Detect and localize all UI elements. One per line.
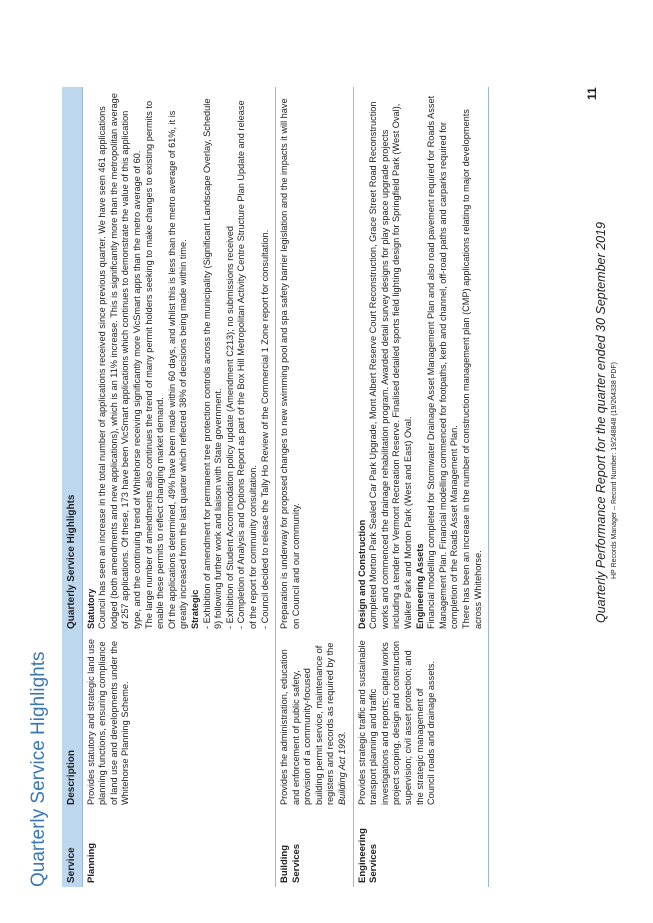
- highlight-paragraph: There has been an increase in the number…: [461, 109, 483, 629]
- highlight-paragraph: Of the applications determined, 49% have…: [166, 110, 189, 629]
- header-description: Description: [62, 633, 83, 809]
- highlight-paragraph: Completed Morton Park Sealed Car Park Up…: [368, 101, 414, 629]
- table-row-planning: Planning Provides statutory and strategi…: [82, 87, 276, 887]
- description-text: Provides statutory and strategic land us…: [85, 639, 131, 805]
- description-text: Provides the administration, education a…: [279, 637, 349, 805]
- description-text: Council roads and drainage assets.: [426, 660, 437, 805]
- service-description: Provides statutory and strategic land us…: [82, 633, 276, 809]
- highlight-item: - Exhibition of Student Accommodation po…: [224, 226, 235, 629]
- subheading-strategic: Strategic: [189, 589, 200, 629]
- page-title: Quarterly Service Highlights: [28, 651, 49, 887]
- table-header-row: Service Description Quarterly Service Hi…: [62, 87, 83, 887]
- footer-record-number: HP Records Manager – Record Number: 19/2…: [611, 362, 618, 579]
- header-highlights: Quarterly Service Highlights: [62, 87, 83, 633]
- footer-report-title: Quarterly Performance Report for the qua…: [594, 222, 608, 623]
- highlight-paragraph: Preparation is underway for proposed cha…: [279, 98, 301, 629]
- act-title: Building Act 1993.: [337, 731, 348, 805]
- table-row-building: Building Services Provides the administr…: [275, 87, 354, 887]
- header-service: Service: [62, 809, 83, 887]
- subheading-design-construction: Design and Construction: [356, 519, 367, 629]
- table-row-engineering: Engineering Services Provides strategic …: [353, 87, 489, 887]
- service-name: Planning: [82, 809, 276, 887]
- description-text: Provides strategic traffic and sustainab…: [356, 640, 425, 805]
- description-text-main: Provides the administration, education a…: [279, 642, 336, 805]
- service-name: Engineering Services: [353, 809, 489, 887]
- highlight-paragraph: The large number of amendments also cont…: [143, 100, 166, 629]
- highlight-item: - Council decided to release the Tally H…: [259, 229, 270, 629]
- service-highlights: Preparation is underway for proposed cha…: [275, 87, 354, 633]
- page-number: 11: [585, 87, 599, 100]
- service-highlights-table: Service Description Quarterly Service Hi…: [62, 87, 489, 887]
- service-highlights: Design and Construction Completed Morton…: [353, 87, 489, 633]
- subheading-engineering-assets: Engineering Assets: [414, 543, 425, 629]
- service-highlights: Statutory Council has seen an increase i…: [82, 87, 276, 633]
- service-description: Provides strategic traffic and sustainab…: [353, 633, 489, 809]
- highlight-paragraph: Financial modelling completed for Stormw…: [426, 95, 460, 629]
- highlight-item: - Exhibition of amendment for permanent …: [201, 98, 224, 629]
- highlight-paragraph: Council has seen an increase in the tota…: [97, 93, 142, 629]
- service-description: Provides the administration, education a…: [275, 633, 354, 809]
- subheading-statutory: Statutory: [85, 588, 96, 629]
- highlight-item: - Completion of Analysis and Options Rep…: [236, 100, 258, 629]
- service-name: Building Services: [275, 809, 354, 887]
